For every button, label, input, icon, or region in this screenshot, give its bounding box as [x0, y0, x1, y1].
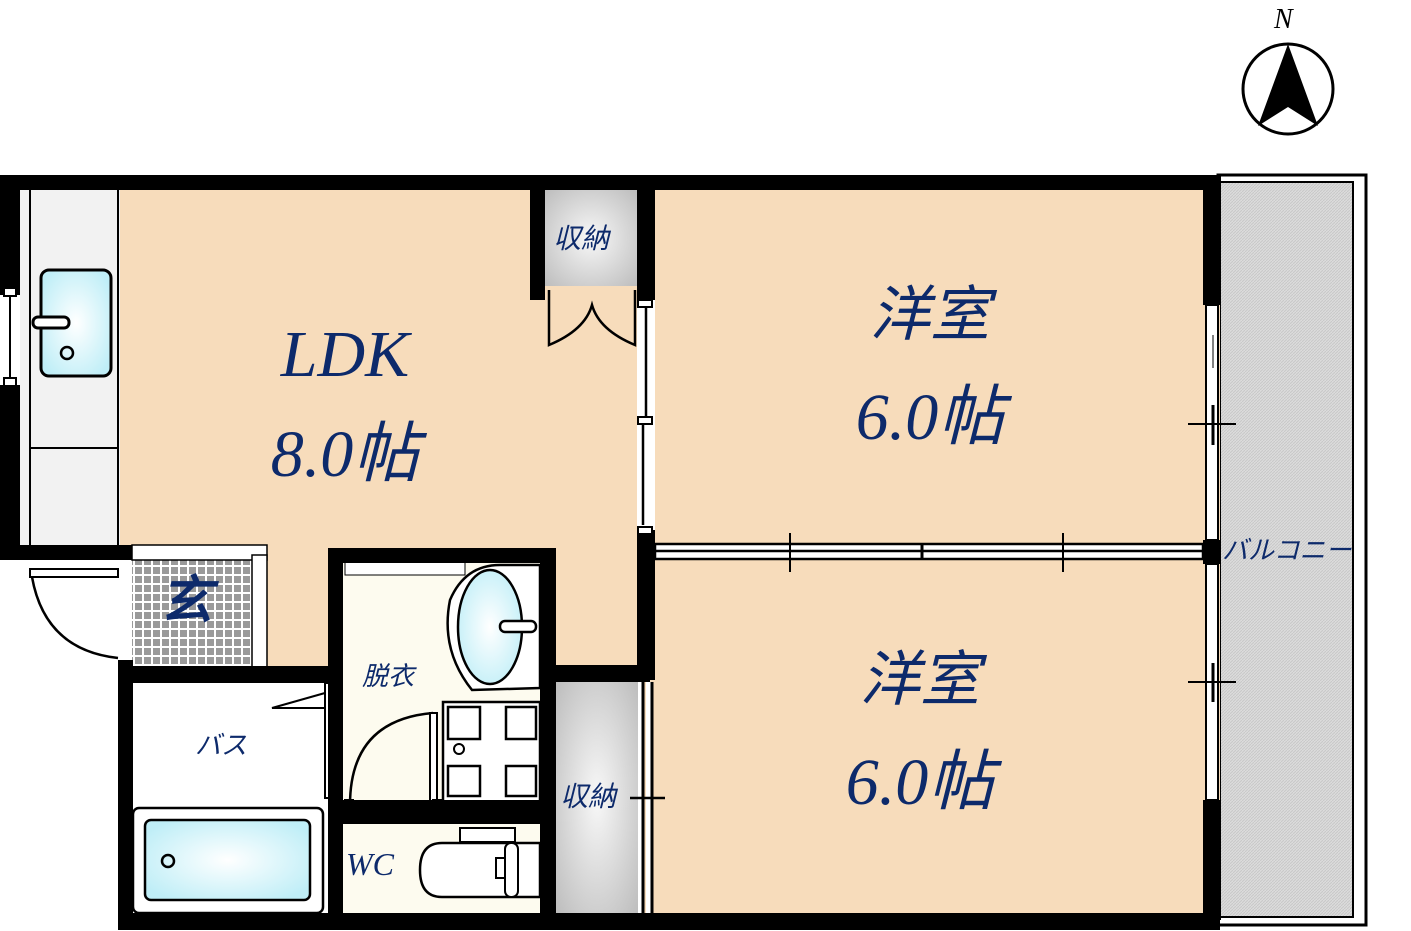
bath-label: バス — [195, 731, 248, 761]
room-ldk-size: 8.0帖 — [270, 418, 420, 491]
balcony-label: バルコニー — [1222, 536, 1352, 566]
north-arrow-icon — [1241, 42, 1335, 136]
room-ldk-name: LDK — [280, 318, 410, 391]
storage-bottom-label: 収納 — [560, 780, 617, 813]
sliding-door-ldk[interactable] — [637, 299, 655, 535]
entrance-label: 玄 — [160, 571, 213, 631]
balcony-window-bottom[interactable] — [1188, 563, 1236, 801]
wc-label: WC — [346, 846, 394, 882]
entrance-tile — [132, 560, 252, 666]
walls — [0, 175, 1221, 930]
entrance-door[interactable] — [29, 568, 119, 660]
compass-label: N — [1274, 4, 1293, 35]
dressing-label: 脱衣 — [362, 662, 415, 692]
toilet-icon — [418, 827, 542, 899]
bathroom — [130, 682, 335, 915]
room-western-bottom-name: 洋室 — [860, 645, 980, 715]
kitchen-counter — [20, 190, 120, 545]
room-western-top-name: 洋室 — [870, 280, 990, 350]
storage-top — [545, 190, 637, 347]
room-western-top-size: 6.0帖 — [855, 381, 1005, 454]
partition-wall — [653, 533, 1205, 572]
kitchen-window — [3, 287, 17, 387]
storage-top-label: 収納 — [553, 222, 610, 255]
storage-bottom — [556, 682, 665, 914]
room-western-bottom-size: 6.0帖 — [845, 746, 995, 819]
balcony-window-top[interactable] — [1188, 304, 1236, 541]
balcony — [1216, 173, 1368, 927]
